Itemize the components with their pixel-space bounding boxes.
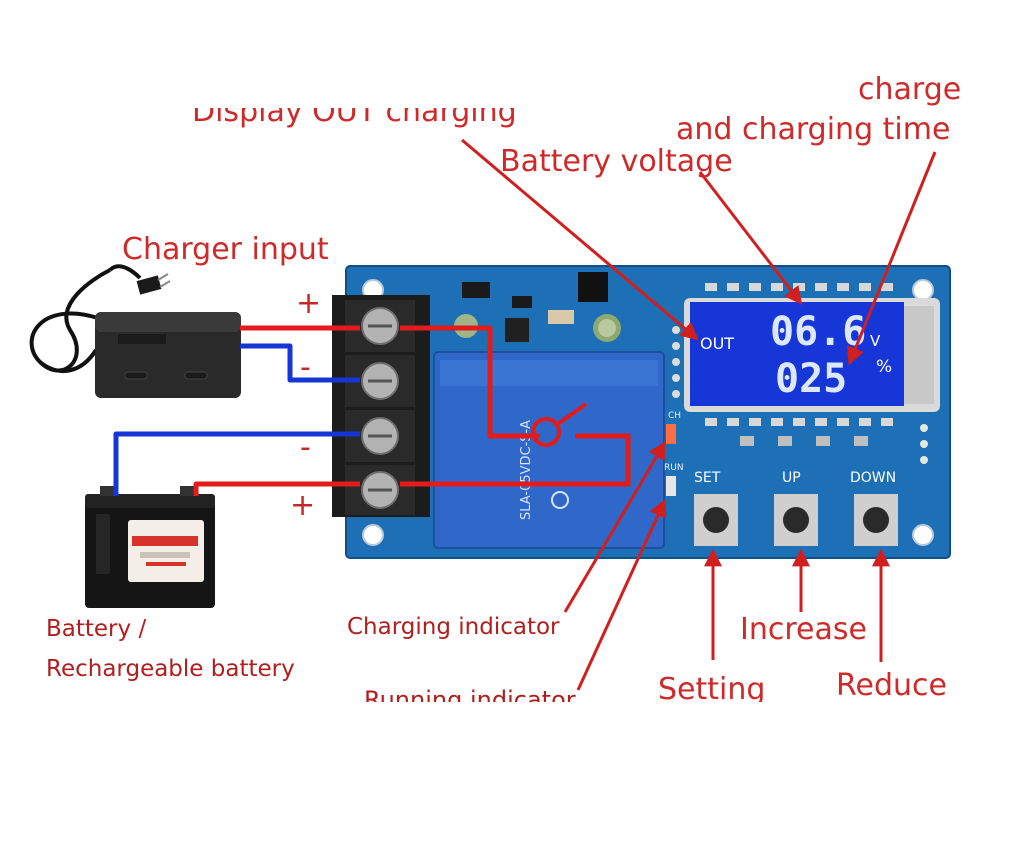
arrow-battery-voltage: [698, 171, 803, 305]
charge-led: [666, 424, 676, 444]
charger-negative-wire: [240, 343, 360, 383]
terminal-plus-top: +: [296, 286, 322, 321]
battery-label-line1: Battery /: [46, 616, 147, 642]
button-down[interactable]: DOWN: [850, 470, 898, 546]
display-out-label: Display OUT charging: [192, 108, 517, 129]
setting-label-wrap: Setting: [658, 672, 818, 702]
charging-indicator-label: Charging indicator: [347, 614, 560, 640]
relay-output-wire: [400, 433, 631, 487]
terminal-minus-1: -: [300, 350, 311, 385]
button-set[interactable]: SET: [694, 470, 738, 546]
lcd-display: OUT 06.6 V 025 %: [684, 298, 940, 412]
annotation-arrows: [461, 138, 937, 691]
charge-label-line2: and charging time: [676, 112, 951, 147]
lcd-voltage-unit: V: [870, 332, 881, 350]
charger-adapter: [29, 264, 241, 398]
arrow-running-indicator: [576, 498, 667, 691]
battery-voltage-label: Battery voltage: [500, 144, 733, 179]
button-down-label: DOWN: [850, 470, 896, 486]
lcd-percent-unit: %: [876, 357, 892, 377]
terminal-plus-bottom: +: [290, 488, 316, 523]
setting-label: Setting: [658, 672, 766, 702]
running-indicator-label: Running indicator: [364, 686, 576, 702]
button-up-label: UP: [782, 470, 801, 486]
terminal-minus-2: -: [300, 430, 311, 465]
increase-label: Increase: [740, 612, 867, 647]
lcd-voltage-value: 06.6: [770, 309, 866, 355]
button-set-label: SET: [694, 470, 721, 486]
charge-label-line1: charge: [858, 72, 962, 107]
relay-model-text: SLA-05VDC-S-A: [519, 420, 534, 520]
charger-input-label: Charger input: [122, 232, 329, 267]
run-led-label: RUN: [664, 463, 684, 473]
charge-led-label: CH: [668, 411, 681, 421]
reduce-label: Reduce: [836, 668, 947, 703]
run-led: [666, 476, 676, 496]
relay-feed-wire: [400, 325, 540, 439]
display-out-label-wrap: Display OUT charging: [192, 108, 552, 130]
battery-negative-wire: [113, 431, 360, 496]
lcd-percent-value: 025: [775, 356, 847, 402]
wiring: [113, 325, 631, 496]
button-up[interactable]: UP: [774, 470, 818, 546]
battery-label-line2: Rechargeable battery: [46, 656, 295, 682]
arrow-charging-indicator: [563, 440, 666, 613]
battery-positive-wire: [193, 481, 360, 496]
arrow-display-out: [461, 138, 699, 341]
lcd-out-indicator: OUT: [700, 334, 734, 353]
battery: [85, 486, 215, 608]
arrow-charge-time: [847, 151, 937, 366]
running-indicator-label-wrap: Running indicator: [364, 686, 624, 702]
